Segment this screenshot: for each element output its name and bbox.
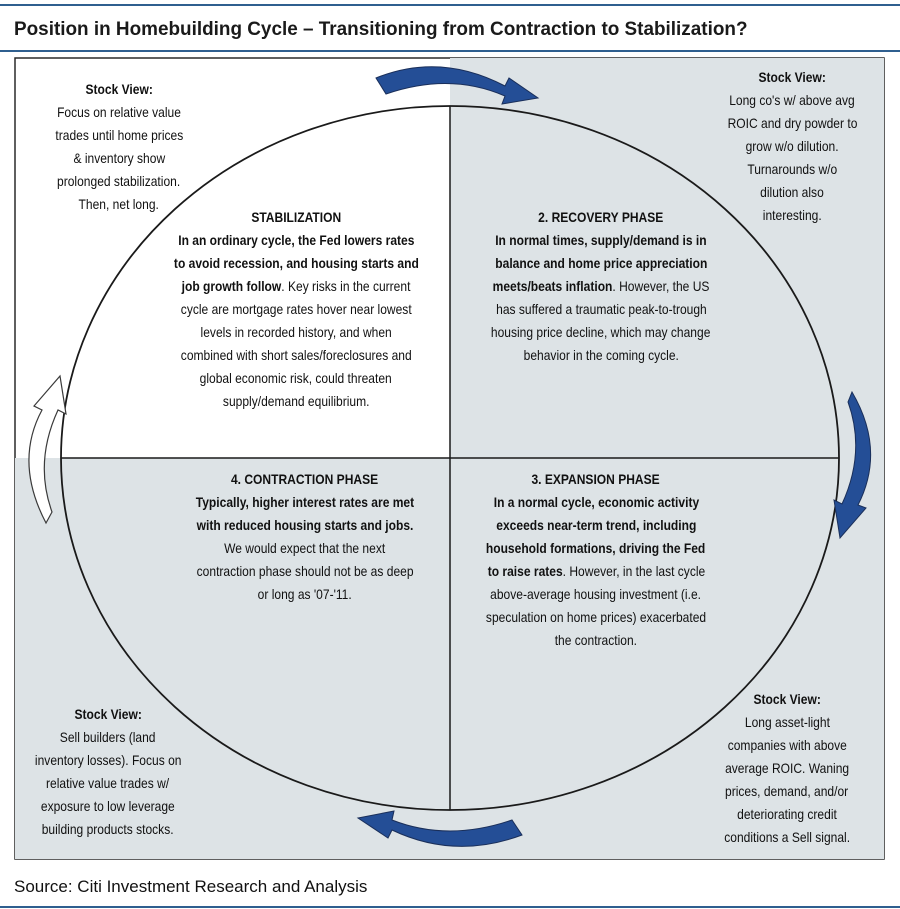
quadrant-heading: 2. RECOVERY PHASE: [538, 209, 664, 225]
stock-view-heading: Stock View:: [74, 706, 142, 722]
contraction-quadrant: 4. CONTRACTION PHASE Typically, higher i…: [160, 468, 450, 606]
stock-view-top-right: Stock View: Long co's w/ above avg ROIC …: [694, 66, 890, 223]
stock-view-top-left: Stock View: Focus on relative value trad…: [22, 78, 216, 216]
contraction-quadrant-fill: [15, 458, 450, 859]
right-arrow-icon: [833, 390, 872, 540]
stock-view-bottom-right: Stock View: Long asset-light companies w…: [692, 688, 882, 849]
bottom-rule: [0, 906, 900, 908]
recovery-quadrant-fill: [450, 58, 884, 458]
expansion-quadrant-fill: [450, 458, 884, 859]
left-arrow-icon: [28, 374, 67, 525]
quadrant-heading: STABILIZATION: [251, 209, 341, 225]
quadrant-heading: 3. EXPANSION PHASE: [531, 471, 661, 487]
recovery-quadrant: 2. RECOVERY PHASE In normal times, suppl…: [450, 206, 752, 367]
expansion-quadrant: 3. EXPANSION PHASE In a normal cycle, ec…: [450, 468, 742, 652]
top-arrow-icon: [375, 66, 540, 105]
quadrant-heading: 4. CONTRACTION PHASE: [231, 471, 379, 487]
stabilization-quadrant: STABILIZATION In an ordinary cycle, the …: [142, 206, 450, 413]
stock-view-heading: Stock View:: [753, 691, 821, 707]
title-rule: [0, 50, 900, 52]
stock-view-heading: Stock View:: [758, 69, 826, 85]
source-note: Source: Citi Investment Research and Ana…: [14, 877, 368, 896]
stock-view-bottom-left: Stock View: Sell builders (land inventor…: [16, 703, 200, 841]
bottom-arrow-icon: [356, 810, 523, 847]
stock-view-heading: Stock View:: [85, 81, 153, 97]
top-rule: [0, 4, 900, 6]
page-title: Position in Homebuilding Cycle – Transit…: [14, 18, 748, 40]
